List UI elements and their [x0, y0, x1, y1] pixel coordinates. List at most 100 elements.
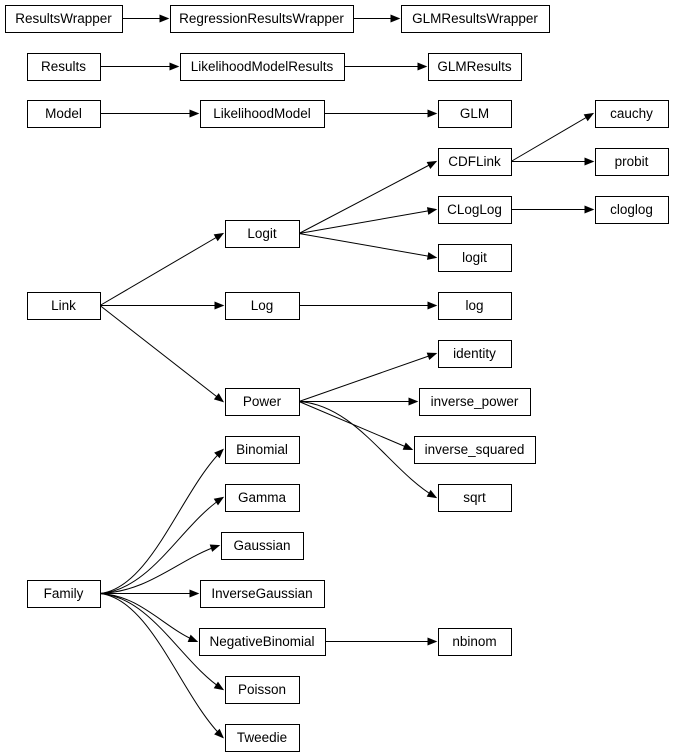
- node-glmresults-wrapper[interactable]: GLMResultsWrapper: [401, 5, 550, 33]
- node-box[interactable]: [27, 53, 101, 81]
- node-box[interactable]: [200, 580, 325, 608]
- edge-arrowhead: [426, 207, 438, 215]
- node-family[interactable]: Family: [27, 580, 101, 608]
- edge-arrowhead: [408, 397, 419, 406]
- node-logit[interactable]: logit: [438, 244, 512, 272]
- node-box[interactable]: [595, 148, 669, 176]
- node-log[interactable]: Log: [225, 292, 300, 320]
- node-box[interactable]: [200, 100, 325, 128]
- edge-family-to-poisson: [99, 593, 225, 691]
- node-box[interactable]: [221, 532, 304, 560]
- node-box[interactable]: [595, 196, 669, 224]
- node-box[interactable]: [199, 628, 326, 656]
- node-label: log: [465, 298, 483, 313]
- edge-likelihood-model-to-glm: [324, 109, 438, 118]
- edge-arrowhead: [390, 14, 401, 23]
- node-negative-binomial[interactable]: NegativeBinomial: [199, 628, 326, 656]
- node-label: Gamma: [238, 490, 287, 505]
- node-results[interactable]: Results: [27, 53, 101, 81]
- edge-link-to-power: [99, 305, 225, 403]
- node-box[interactable]: [428, 53, 522, 81]
- node-clog-log[interactable]: CLogLog: [438, 196, 512, 224]
- node-sqrt[interactable]: sqrt: [438, 484, 512, 512]
- node-box[interactable]: [438, 244, 512, 272]
- node-logit[interactable]: Logit: [225, 220, 300, 248]
- node-tweedie[interactable]: Tweedie: [225, 724, 300, 752]
- node-box[interactable]: [27, 100, 101, 128]
- node-gamma[interactable]: Gamma: [225, 484, 300, 512]
- node-log[interactable]: log: [438, 292, 512, 320]
- node-label: LikelihoodModelResults: [191, 59, 334, 74]
- node-power[interactable]: Power: [225, 388, 300, 416]
- node-inverse-squared[interactable]: inverse_squared: [414, 436, 536, 464]
- node-binomial[interactable]: Binomial: [225, 436, 300, 464]
- node-box[interactable]: [225, 292, 300, 320]
- node-box[interactable]: [419, 388, 531, 416]
- node-regression-results-wrapper[interactable]: RegressionResultsWrapper: [170, 5, 354, 33]
- node-cdflink[interactable]: CDFLink: [438, 148, 512, 176]
- node-identity[interactable]: identity: [438, 340, 512, 368]
- edge-arrowhead: [427, 637, 438, 646]
- node-glm[interactable]: GLM: [438, 100, 512, 128]
- edge-arrowhead: [213, 232, 225, 242]
- edges-layer: [99, 14, 595, 739]
- node-box[interactable]: [438, 292, 512, 320]
- node-box[interactable]: [595, 100, 669, 128]
- node-label: Family: [44, 586, 84, 601]
- node-label: Logit: [247, 226, 277, 241]
- node-cauchy[interactable]: cauchy: [595, 100, 669, 128]
- node-box[interactable]: [225, 724, 300, 752]
- edge-arrowhead: [159, 14, 170, 23]
- node-label: nbinom: [452, 634, 496, 649]
- node-label: Log: [251, 298, 274, 313]
- node-box[interactable]: [225, 484, 300, 512]
- node-box[interactable]: [438, 196, 512, 224]
- node-box[interactable]: [414, 436, 536, 464]
- node-box[interactable]: [225, 436, 300, 464]
- edge-results-to-likelihood-model-results: [100, 62, 180, 71]
- node-inverse-gaussian[interactable]: InverseGaussian: [200, 580, 325, 608]
- node-nbinom[interactable]: nbinom: [438, 628, 512, 656]
- edge-family-to-gamma: [99, 496, 225, 594]
- node-box[interactable]: [225, 676, 300, 704]
- node-box[interactable]: [27, 292, 101, 320]
- node-model[interactable]: Model: [27, 100, 101, 128]
- node-cloglog[interactable]: cloglog: [595, 196, 669, 224]
- node-label: GLM: [460, 106, 489, 121]
- node-box[interactable]: [170, 5, 354, 33]
- node-gaussian[interactable]: Gaussian: [221, 532, 304, 560]
- node-box[interactable]: [438, 484, 512, 512]
- node-inverse-power[interactable]: inverse_power: [419, 388, 531, 416]
- edge-arrowhead: [187, 634, 199, 643]
- node-probit[interactable]: probit: [595, 148, 669, 176]
- edge-family-to-gaussian: [99, 544, 221, 594]
- node-glmresults[interactable]: GLMResults: [428, 53, 522, 81]
- node-box[interactable]: [438, 340, 512, 368]
- node-box[interactable]: [5, 5, 123, 33]
- node-label: Model: [45, 106, 82, 121]
- node-box[interactable]: [438, 628, 512, 656]
- node-box[interactable]: [27, 580, 101, 608]
- node-label: probit: [615, 154, 649, 169]
- node-box[interactable]: [438, 100, 512, 128]
- node-box[interactable]: [180, 53, 345, 81]
- edge-power-to-inverse-squared: [298, 401, 414, 451]
- node-results-wrapper[interactable]: ResultsWrapper: [5, 5, 123, 33]
- edge-power-to-identity: [298, 352, 438, 402]
- node-link[interactable]: Link: [27, 292, 101, 320]
- edge-family-to-binomial: [99, 448, 224, 594]
- node-label: CLogLog: [447, 202, 502, 217]
- node-box[interactable]: [438, 148, 512, 176]
- node-likelihood-model[interactable]: LikelihoodModel: [200, 100, 325, 128]
- node-poisson[interactable]: Poisson: [225, 676, 300, 704]
- node-box[interactable]: [225, 388, 300, 416]
- edge-arrowhead: [426, 252, 438, 260]
- edge-arrowhead: [584, 205, 595, 214]
- edge-arrowhead: [209, 544, 221, 552]
- node-box[interactable]: [225, 220, 300, 248]
- node-likelihood-model-results[interactable]: LikelihoodModelResults: [180, 53, 345, 81]
- node-box[interactable]: [401, 5, 550, 33]
- edge-family-to-tweedie: [99, 593, 224, 739]
